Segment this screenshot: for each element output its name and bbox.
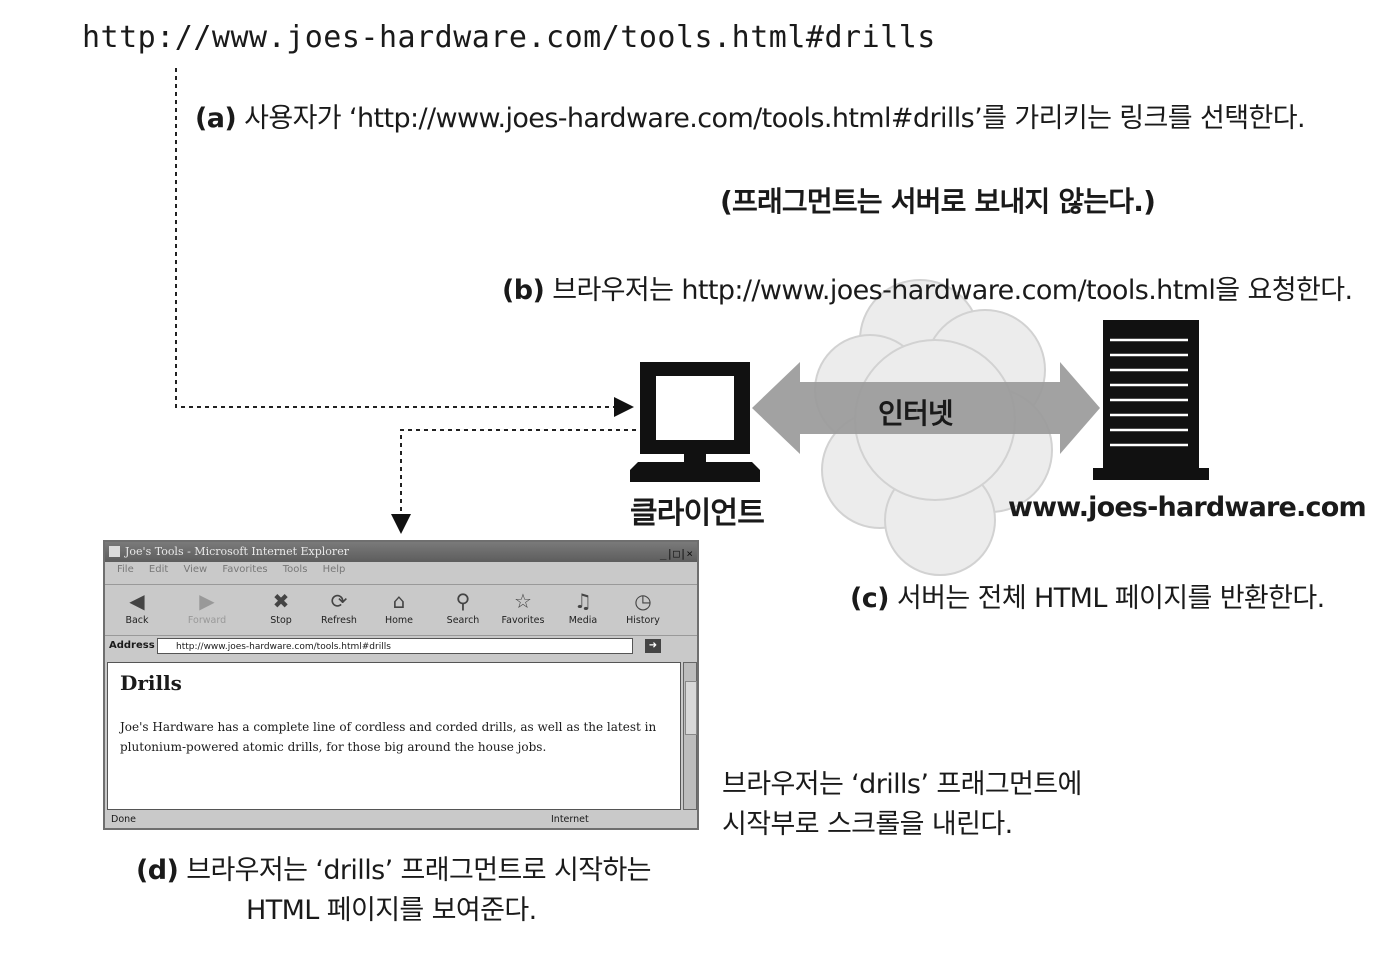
search-icon: ⚲ xyxy=(455,589,471,613)
history-label: History xyxy=(626,615,660,626)
menu-tools[interactable]: Tools xyxy=(282,564,308,575)
menu-help[interactable]: Help xyxy=(322,564,346,575)
menu-file[interactable]: File xyxy=(117,564,134,575)
server-label: www.joes-hardware.com xyxy=(1008,492,1367,523)
refresh-icon: ⟳ xyxy=(330,589,348,613)
scroll-thumb[interactable] xyxy=(685,681,697,735)
step-a-label: (a) xyxy=(195,103,237,134)
go-arrow-icon[interactable]: ➜ xyxy=(645,639,661,653)
media-icon: ♫ xyxy=(574,589,592,613)
address-bar: Address http://www.joes-hardware.com/too… xyxy=(105,636,697,658)
stop-label: Stop xyxy=(270,615,292,626)
forward-label: Forward xyxy=(187,615,227,626)
back-button[interactable]: ◀ Back xyxy=(109,589,165,626)
search-button[interactable]: ⚲ Search xyxy=(435,589,491,626)
home-icon: ⌂ xyxy=(392,589,406,613)
page-heading: Drills xyxy=(120,671,182,695)
step-c-caption: (c) 서버는 전체 HTML 페이지를 반환한다. xyxy=(850,576,1325,615)
star-icon: ☆ xyxy=(514,589,532,613)
browser-title: Joe's Tools - Microsoft Internet Explore… xyxy=(125,545,349,558)
menu-edit[interactable]: Edit xyxy=(148,564,169,575)
home-label: Home xyxy=(384,615,414,626)
browser-menubar: File Edit View Favorites Tools Help xyxy=(105,564,697,582)
step-d-label: (d) xyxy=(136,855,179,886)
client-computer-icon xyxy=(630,362,760,482)
step-d-line2: HTML 페이지를 보여준다. xyxy=(246,895,537,926)
browser-window: Joe's Tools - Microsoft Internet Explore… xyxy=(103,540,699,830)
internet-label: 인터넷 xyxy=(878,397,954,430)
fragment-note: (프래그먼트는 서버로 보내지 않는다.) xyxy=(720,185,1156,218)
window-controls[interactable]: _|□|× xyxy=(659,547,693,560)
stop-button[interactable]: ✖ Stop xyxy=(253,589,309,626)
status-done: Done xyxy=(111,814,136,825)
status-bar: Done Internet xyxy=(105,812,697,828)
step-a-text: 사용자가 ‘http://www.joes-hardware.com/tools… xyxy=(236,103,1305,134)
media-button[interactable]: ♫ Media xyxy=(555,589,611,626)
home-button[interactable]: ⌂ Home xyxy=(371,589,427,626)
step-d-line1: 브라우저는 ‘drills’ 프래그먼트로 시작하는 xyxy=(178,855,651,886)
step-a-caption: (a) 사용자가 ‘http://www.joes-hardware.com/t… xyxy=(195,96,1306,135)
media-label: Media xyxy=(568,615,598,626)
step-b-label: (b) xyxy=(502,275,545,306)
client-label: 클라이언트 xyxy=(630,496,765,531)
step-b-text: 브라우저는 http://www.joes-hardware.com/tools… xyxy=(544,275,1353,306)
menu-view[interactable]: View xyxy=(183,564,208,575)
status-zone: Internet xyxy=(551,814,589,825)
fragment-url: http://www.joes-hardware.com/tools.html#… xyxy=(82,20,936,55)
ie-logo-icon xyxy=(109,546,120,557)
vertical-scrollbar[interactable] xyxy=(683,662,697,810)
step-b-caption: (b) 브라우저는 http://www.joes-hardware.com/t… xyxy=(502,268,1353,307)
browser-titlebar: Joe's Tools - Microsoft Internet Explore… xyxy=(105,542,697,562)
history-button[interactable]: ◷ History xyxy=(615,589,671,626)
history-icon: ◷ xyxy=(634,589,652,613)
refresh-label: Refresh xyxy=(321,615,357,626)
page-paragraph: Joe's Hardware has a complete line of co… xyxy=(120,720,657,754)
browser-toolbar: ◀ Back ▶ Forward ✖ Stop ⟳ Refresh ⌂ Home ⚲ Sea… xyxy=(105,584,697,636)
refresh-button[interactable]: ⟳ Refresh xyxy=(311,589,367,626)
menu-favorites[interactable]: Favorites xyxy=(222,564,268,575)
server-icon xyxy=(1093,320,1209,480)
back-label: Back xyxy=(125,615,149,626)
scroll-note-line1: 브라우저는 ‘drills’ 프래그먼트에 xyxy=(722,769,1082,800)
display-path-line xyxy=(391,429,636,534)
favorites-label: Favorites xyxy=(501,615,545,626)
forward-button[interactable]: ▶ Forward xyxy=(179,589,235,626)
forward-arrow-icon: ▶ xyxy=(199,589,215,613)
address-input[interactable]: http://www.joes-hardware.com/tools.html#… xyxy=(157,638,633,654)
favorites-button[interactable]: ☆ Favorites xyxy=(495,589,551,626)
internet-double-arrow xyxy=(752,362,1100,454)
stop-icon: ✖ xyxy=(272,589,290,613)
search-label: Search xyxy=(446,615,480,626)
step-c-text: 서버는 전체 HTML 페이지를 반환한다. xyxy=(888,583,1325,614)
step-c-label: (c) xyxy=(850,583,889,614)
back-arrow-icon: ◀ xyxy=(129,589,145,613)
link-path-line xyxy=(175,68,634,417)
step-d-caption: (d) 브라우저는 ‘drills’ 프래그먼트로 시작하는 xyxy=(136,848,652,887)
address-label: Address xyxy=(109,640,155,651)
scroll-note-line2: 시작부로 스크롤을 내린다. xyxy=(722,809,1013,840)
page-content: Drills Joe's Hardware has a complete lin… xyxy=(107,662,681,810)
